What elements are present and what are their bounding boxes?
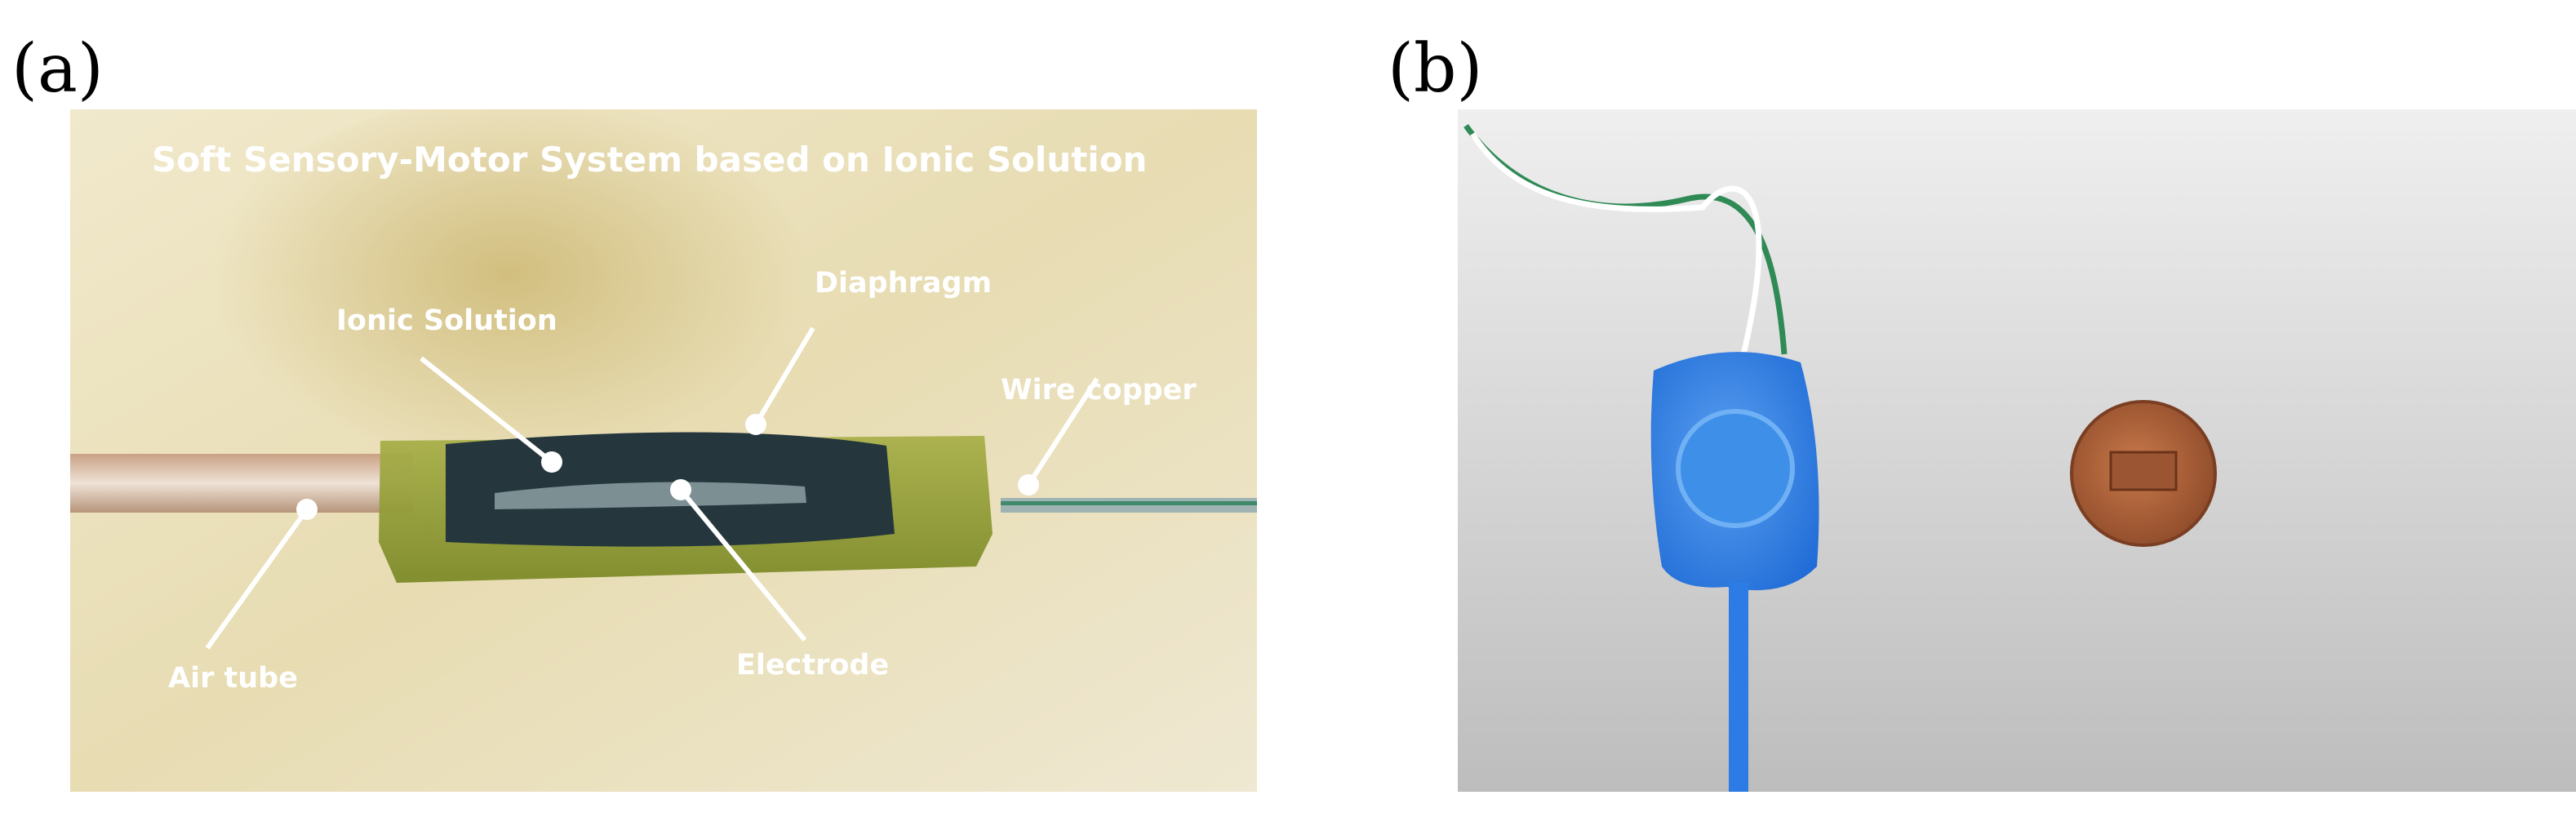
table-background xyxy=(1458,109,2576,792)
penny-building xyxy=(2109,451,2178,491)
panel-a-label: (a) xyxy=(11,30,104,108)
photo-title: Soft Sensory-Motor System based on Ionic… xyxy=(152,140,1147,180)
blue-tube xyxy=(1729,583,1748,792)
white-wire xyxy=(1470,132,1762,355)
device-photo-svg xyxy=(1458,109,2576,792)
leader-lines xyxy=(205,327,1099,650)
sensor-photo-panel-a: Soft Sensory-Motor System based on Ionic… xyxy=(70,109,1257,792)
electrode xyxy=(495,482,806,509)
label-air-tube: Air tube xyxy=(168,662,298,695)
label-ionic-solution: Ionic Solution xyxy=(336,304,557,337)
air-tube xyxy=(70,454,413,513)
sensor-photo-svg: Soft Sensory-Motor System based on Ionic… xyxy=(70,109,1257,792)
copper-wire-stripe xyxy=(1001,501,1257,505)
label-wire-copper: Wire copper xyxy=(1001,374,1197,406)
panel-b-label: (b) xyxy=(1388,30,1483,108)
label-diaphragm: Diaphragm xyxy=(815,267,992,300)
device-membrane xyxy=(1676,409,1795,528)
leader-dots xyxy=(296,414,1039,520)
label-electrode: Electrode xyxy=(736,649,889,682)
device-photo-panel-b xyxy=(1458,109,2576,792)
